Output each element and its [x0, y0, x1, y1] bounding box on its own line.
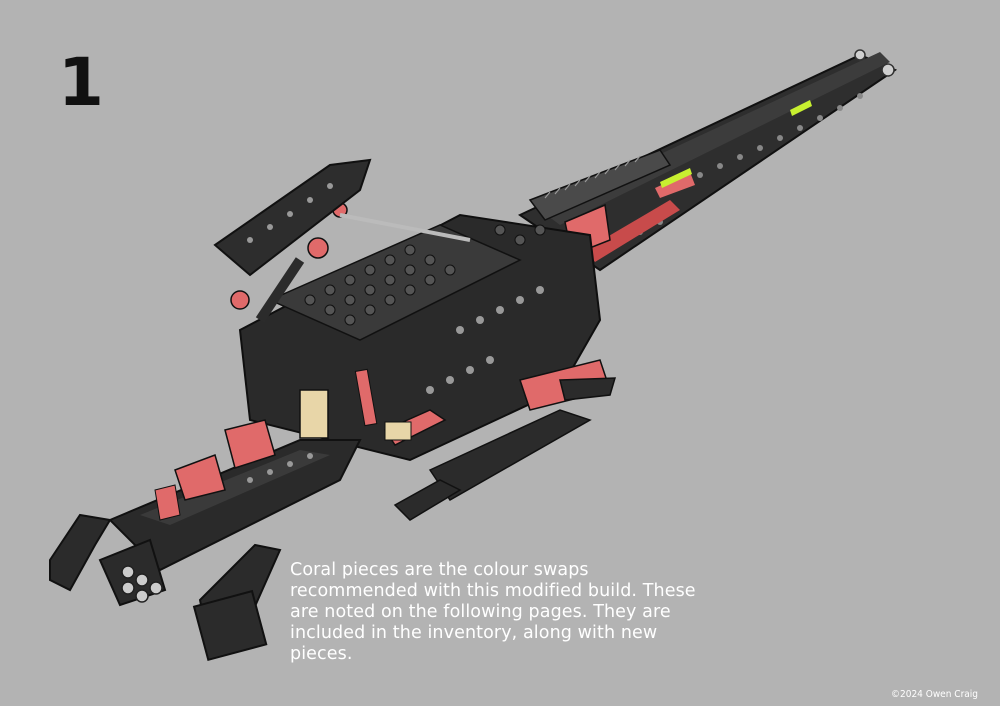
lower-arm [49, 419, 362, 662]
boom-arm [517, 49, 898, 272]
step-number: 1 [58, 44, 104, 121]
colour-swap-note: Coral pieces are the colour swaps recomm… [290, 560, 696, 664]
copyright-notice: ©2024 Owen Craig [891, 689, 978, 700]
main-body [230, 202, 617, 521]
upper-claw [213, 158, 471, 323]
